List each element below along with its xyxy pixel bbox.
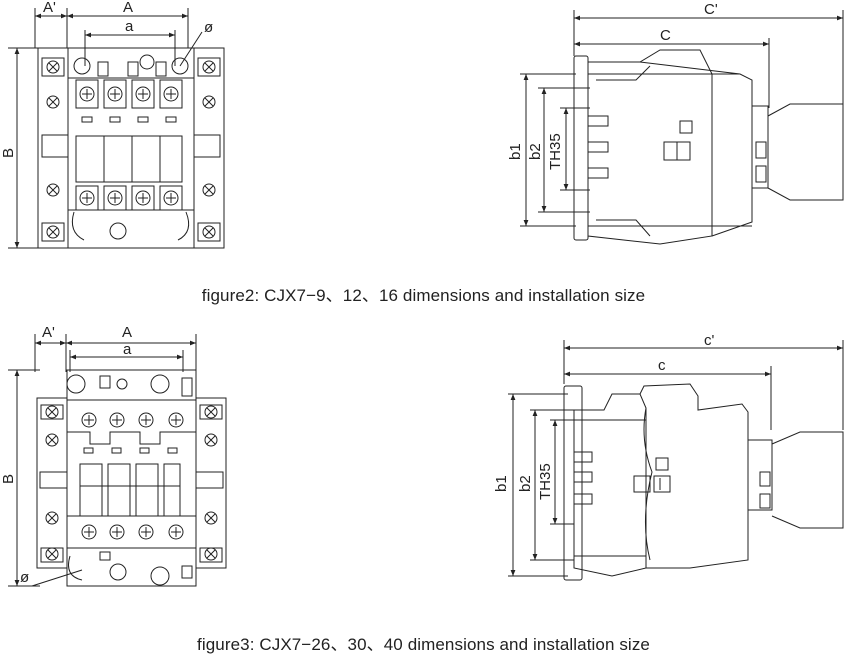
fig2-label-b: B [0,148,17,158]
fig3-label-c-prime: c' [704,332,715,349]
fig3-label-th35: TH35 [537,463,554,500]
fig2-label-b1: b1 [507,143,524,160]
fig2-side-view [520,10,844,245]
fig2-screws [46,60,216,239]
fig2-label-a-lower: a [125,18,134,35]
fig2-label-phi: ø [204,19,213,36]
fig3-front-view [8,334,227,587]
fig3-label-a-prime: A' [42,324,55,341]
figure3-caption: figure3: CJX7−26、30、40 dimensions and in… [197,635,650,654]
fig2-label-c-prime: C' [704,1,718,18]
fig3-screws [45,405,218,561]
fig3-label-b: B [0,474,17,484]
fig2-label-a-upper: A [123,0,133,16]
fig2-front-view [8,8,225,249]
figure2-caption: figure2: CJX7−9、12、16 dimensions and ins… [201,286,646,305]
fig3-label-b1: b1 [493,475,510,492]
fig3-side-labels: c' c b1 b2 TH35 [493,332,715,500]
fig3-front-labels: A' A a ø B [0,324,132,586]
fig2-label-c: C [660,27,671,44]
fig2-label-th35: TH35 [547,133,564,170]
fig3-label-c: c [658,357,666,374]
fig3-label-phi: ø [20,569,29,586]
fig3-label-a-lower: a [123,341,132,358]
fig3-label-a-upper: A [122,324,132,341]
fig2-label-b2: b2 [527,143,544,160]
fig2-front-labels: A' A a ø B [0,0,213,158]
fig2-side-labels: C' C b1 b2 TH35 [507,1,718,170]
fig2-label-a-prime: A' [43,0,56,16]
fig3-side-view [508,340,844,581]
fig3-label-b2: b2 [517,475,534,492]
